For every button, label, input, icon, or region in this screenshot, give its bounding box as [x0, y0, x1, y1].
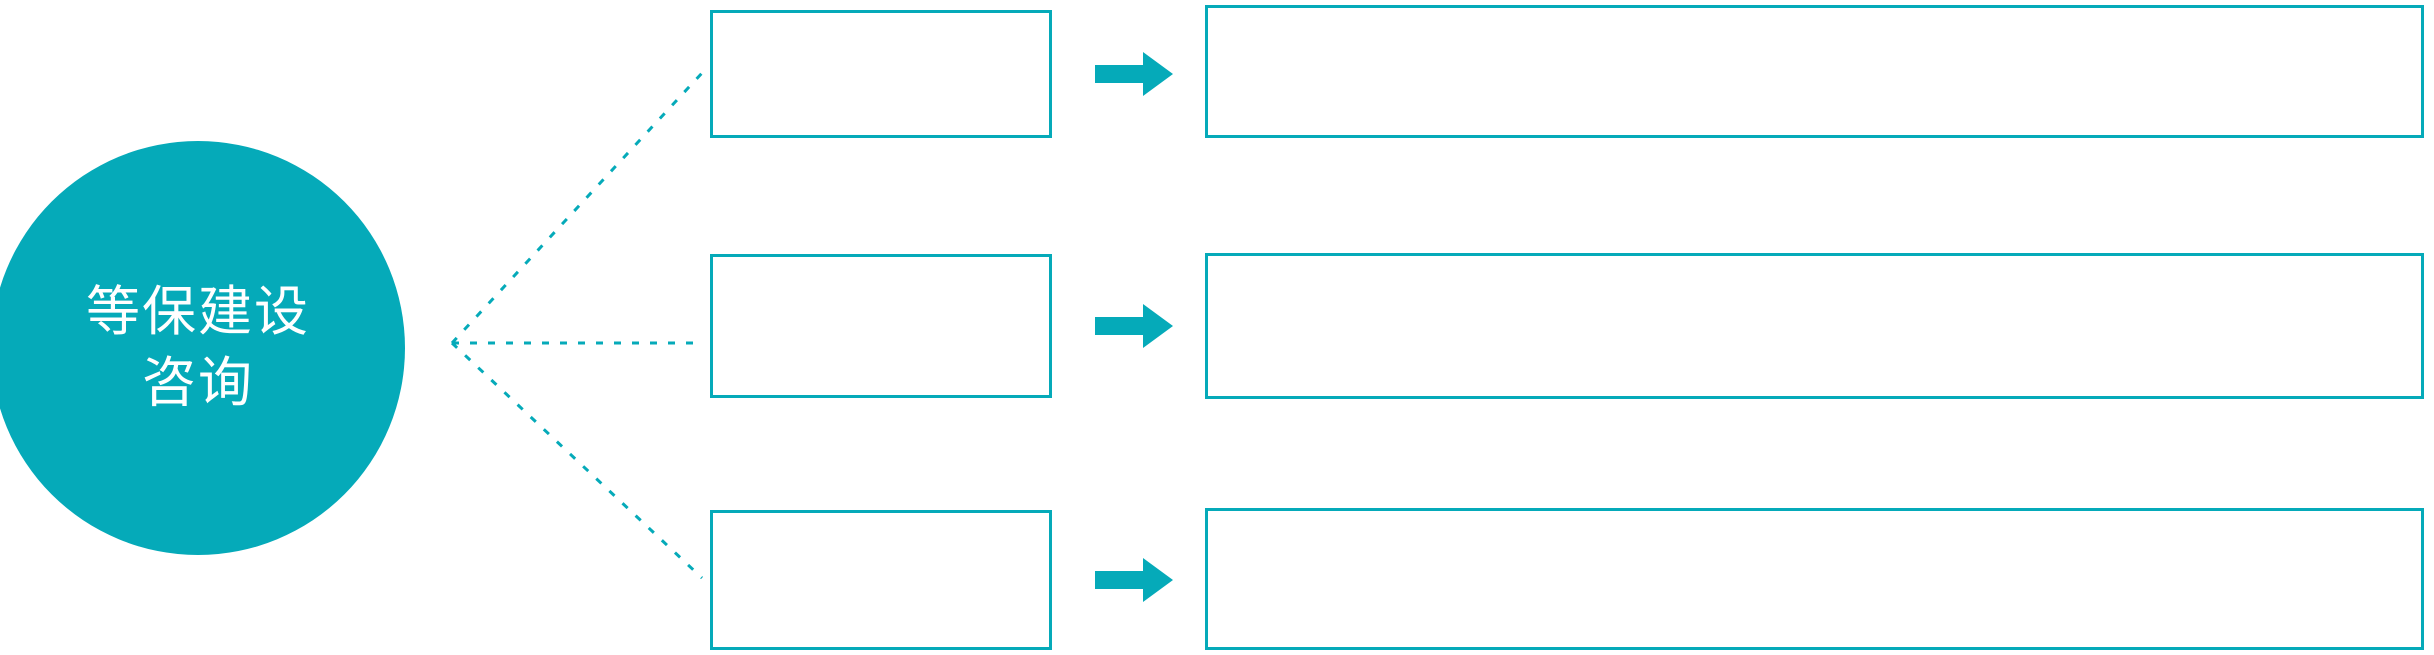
hub-label-line-1: 等保建设: [86, 281, 310, 342]
stage-box-row-1[interactable]: [710, 10, 1052, 138]
connector-line-row-3: [450, 341, 704, 580]
detail-box-row-3[interactable]: [1205, 508, 2424, 650]
arrow-right-icon-row-2: [1095, 302, 1173, 350]
diagram-row-2: [0, 0, 2434, 399]
stage-box-row-3[interactable]: [710, 510, 1052, 650]
arrow-right-icon-row-3: [1095, 556, 1173, 604]
arrow-right-icon-row-1: [1095, 50, 1173, 98]
detail-box-row-2[interactable]: [1205, 253, 2424, 399]
detail-box-row-1[interactable]: [1205, 5, 2424, 138]
diagram-row-1: [0, 0, 2434, 140]
stage-box-row-2[interactable]: [710, 254, 1052, 398]
hub-label-line-2: 咨询: [142, 353, 254, 413]
hub-circle[interactable]: 等保建设 咨询: [0, 141, 405, 555]
